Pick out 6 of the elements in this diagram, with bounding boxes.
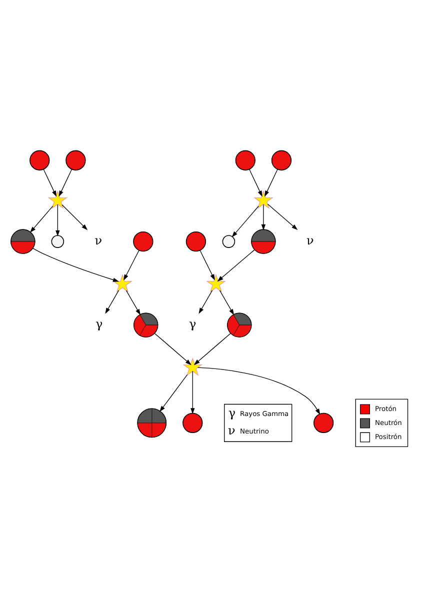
node-text: ν — [94, 233, 102, 248]
node-text: ν — [306, 233, 314, 248]
node-text: γ — [95, 316, 103, 331]
label: γ — [228, 406, 236, 420]
label: ν — [228, 424, 236, 438]
node-text: γ — [189, 316, 196, 331]
